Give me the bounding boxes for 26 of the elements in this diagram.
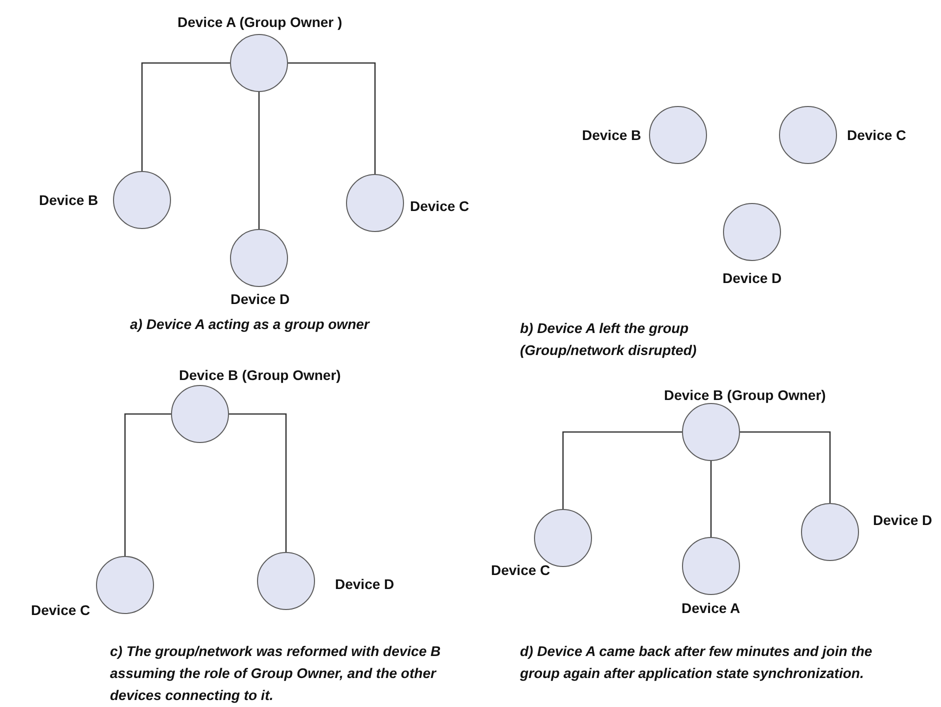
caption: c) The group/network was reformed with device B assuming the role of Group Owner, and the other devices connecting to it. [110, 642, 442, 705]
connector-line [124, 413, 171, 556]
device-label: Device B (Group Owner) [664, 386, 826, 404]
device-label: Device B (Group Owner) [179, 366, 341, 384]
device-label: Device B [582, 126, 642, 144]
connector-line [229, 413, 287, 552]
device-label: Device D [873, 512, 932, 528]
device-label: Device A (Group Owner ) [178, 14, 342, 30]
caption: d) Device A came back after few minutes and join the group again after application state synchronization. [520, 642, 874, 683]
device-label: Device B [39, 192, 98, 208]
connector-line [141, 62, 230, 171]
device-label: Device D [230, 290, 290, 308]
device-label: Device C [410, 198, 470, 214]
connector-line [562, 431, 682, 509]
connector-line [258, 92, 260, 229]
device-label: Device C [31, 602, 90, 618]
device-label: Device C [847, 126, 906, 144]
device-label: Device D [335, 576, 394, 592]
device-label: Device A [682, 600, 740, 616]
connector-line [710, 461, 712, 537]
caption: a) Device A acting as a group owner [130, 315, 371, 334]
device-label: Device C [491, 562, 550, 578]
device-label: Device D [722, 270, 782, 286]
connector-line [740, 431, 831, 503]
caption: b) Device A left the group (Group/network disrupted) [520, 319, 698, 360]
connector-line [288, 62, 376, 174]
